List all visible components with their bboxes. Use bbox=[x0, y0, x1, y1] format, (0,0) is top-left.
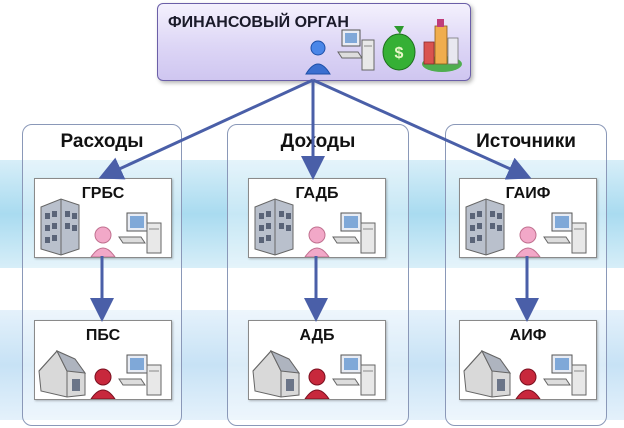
person-icon bbox=[304, 368, 330, 399]
node-label-gaif: ГАИФ bbox=[505, 185, 551, 202]
house-icon bbox=[38, 349, 87, 398]
node-adb: АДБ bbox=[248, 320, 386, 400]
column-title-sources: Источники bbox=[476, 131, 576, 152]
person-icon bbox=[90, 226, 116, 257]
city-icon bbox=[422, 19, 462, 72]
arrow-root-to-gaif bbox=[312, 78, 532, 180]
node-label-aif: АИФ bbox=[509, 327, 547, 344]
computer-icon bbox=[332, 212, 376, 254]
column-title-expenses: Расходы bbox=[60, 131, 144, 152]
house-icon bbox=[463, 349, 512, 398]
node-aif: АИФ bbox=[459, 320, 597, 400]
person-icon bbox=[515, 226, 541, 257]
building-icon bbox=[40, 198, 80, 256]
computer-icon bbox=[118, 212, 162, 254]
building-icon bbox=[254, 198, 294, 256]
person-icon bbox=[515, 368, 541, 399]
financial-authority-box: ФИНАНСОВЫЙ ОРГАН $ bbox=[157, 3, 471, 81]
computer-icon bbox=[543, 212, 587, 254]
svg-text:$: $ bbox=[395, 45, 404, 62]
node-gadb: ГАДБ bbox=[248, 178, 386, 258]
person-icon bbox=[304, 226, 330, 257]
arrow-root-to-grbs bbox=[98, 78, 314, 180]
node-grbs: ГРБС bbox=[34, 178, 172, 258]
node-label-gadb: ГАДБ bbox=[295, 185, 339, 202]
computer-icon bbox=[543, 354, 587, 396]
building-icon bbox=[465, 198, 505, 256]
node-gaif: ГАИФ bbox=[459, 178, 597, 258]
money-bag-icon: $ bbox=[382, 26, 416, 71]
column-title-income: Доходы bbox=[280, 131, 356, 152]
financial-authority-title: ФИНАНСОВЫЙ ОРГАН bbox=[168, 14, 349, 31]
node-pbs: ПБС bbox=[34, 320, 172, 400]
person-icon bbox=[305, 40, 331, 75]
node-label-adb: АДБ bbox=[299, 327, 335, 344]
computer-icon bbox=[332, 354, 376, 396]
computer-icon bbox=[337, 29, 375, 71]
node-label-grbs: ГРБС bbox=[81, 185, 125, 202]
person-icon bbox=[90, 368, 116, 399]
house-icon bbox=[252, 349, 301, 398]
computer-icon bbox=[118, 354, 162, 396]
node-label-pbs: ПБС bbox=[85, 327, 121, 344]
